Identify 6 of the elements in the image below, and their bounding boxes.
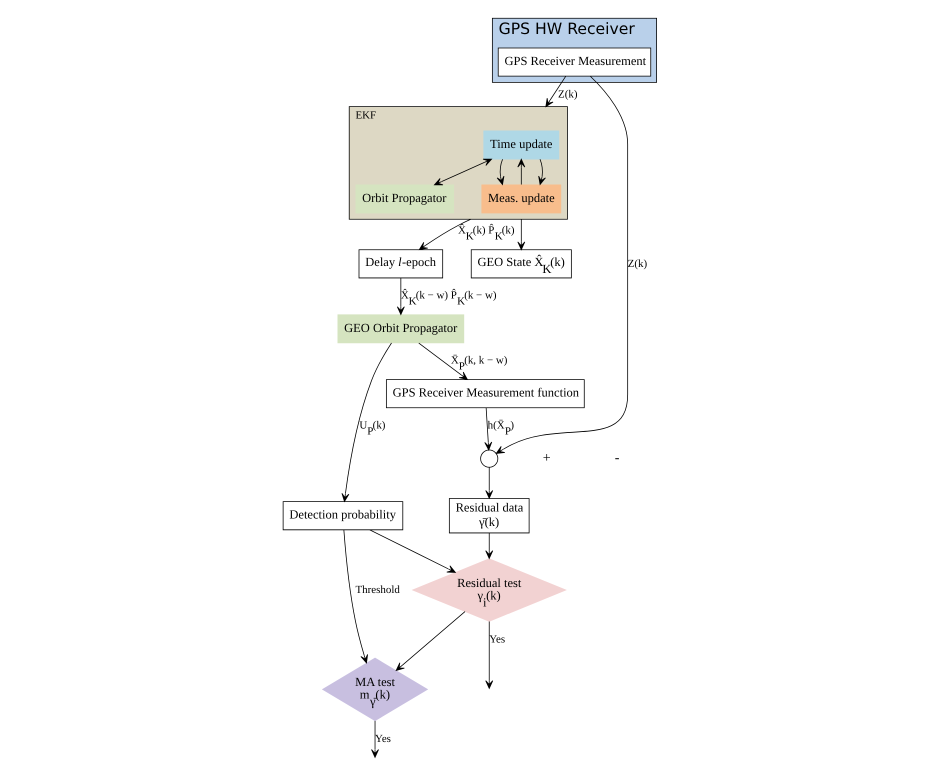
- edge-label: Threshold: [355, 584, 400, 596]
- label: +: [542, 450, 551, 466]
- label: -: [614, 450, 620, 466]
- edge-label: Z(k): [628, 258, 648, 270]
- edge-label: Z(k): [558, 88, 578, 100]
- edge-label: Yes: [489, 634, 506, 646]
